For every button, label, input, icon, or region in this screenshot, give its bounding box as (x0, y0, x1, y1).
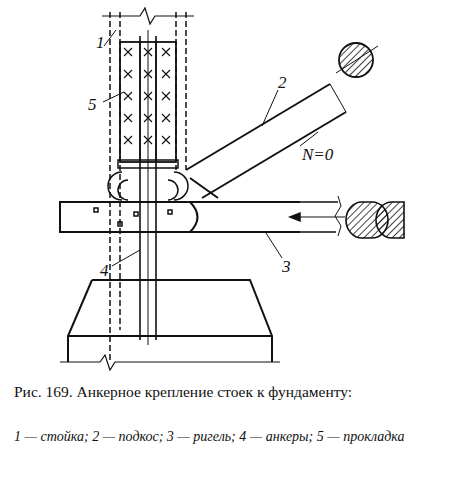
legend-text: 1 — стойка; 2 — подкос; 3 — ригель; 4 — … (14, 428, 434, 447)
anchor-bolts (140, 30, 156, 345)
beam-end (60, 202, 198, 232)
callout-number: 4 (100, 262, 109, 279)
callout-number: 3 (282, 258, 291, 275)
callout-number: 5 (88, 96, 97, 113)
foundation (68, 280, 272, 362)
figure-caption: Рис. 169. Анкерное крепление стоек к фун… (14, 382, 434, 402)
force-label: N=0 (302, 146, 333, 163)
brace (186, 84, 346, 198)
callout-number: 1 (96, 34, 105, 51)
callout-number: 2 (278, 74, 287, 91)
column (110, 12, 186, 360)
